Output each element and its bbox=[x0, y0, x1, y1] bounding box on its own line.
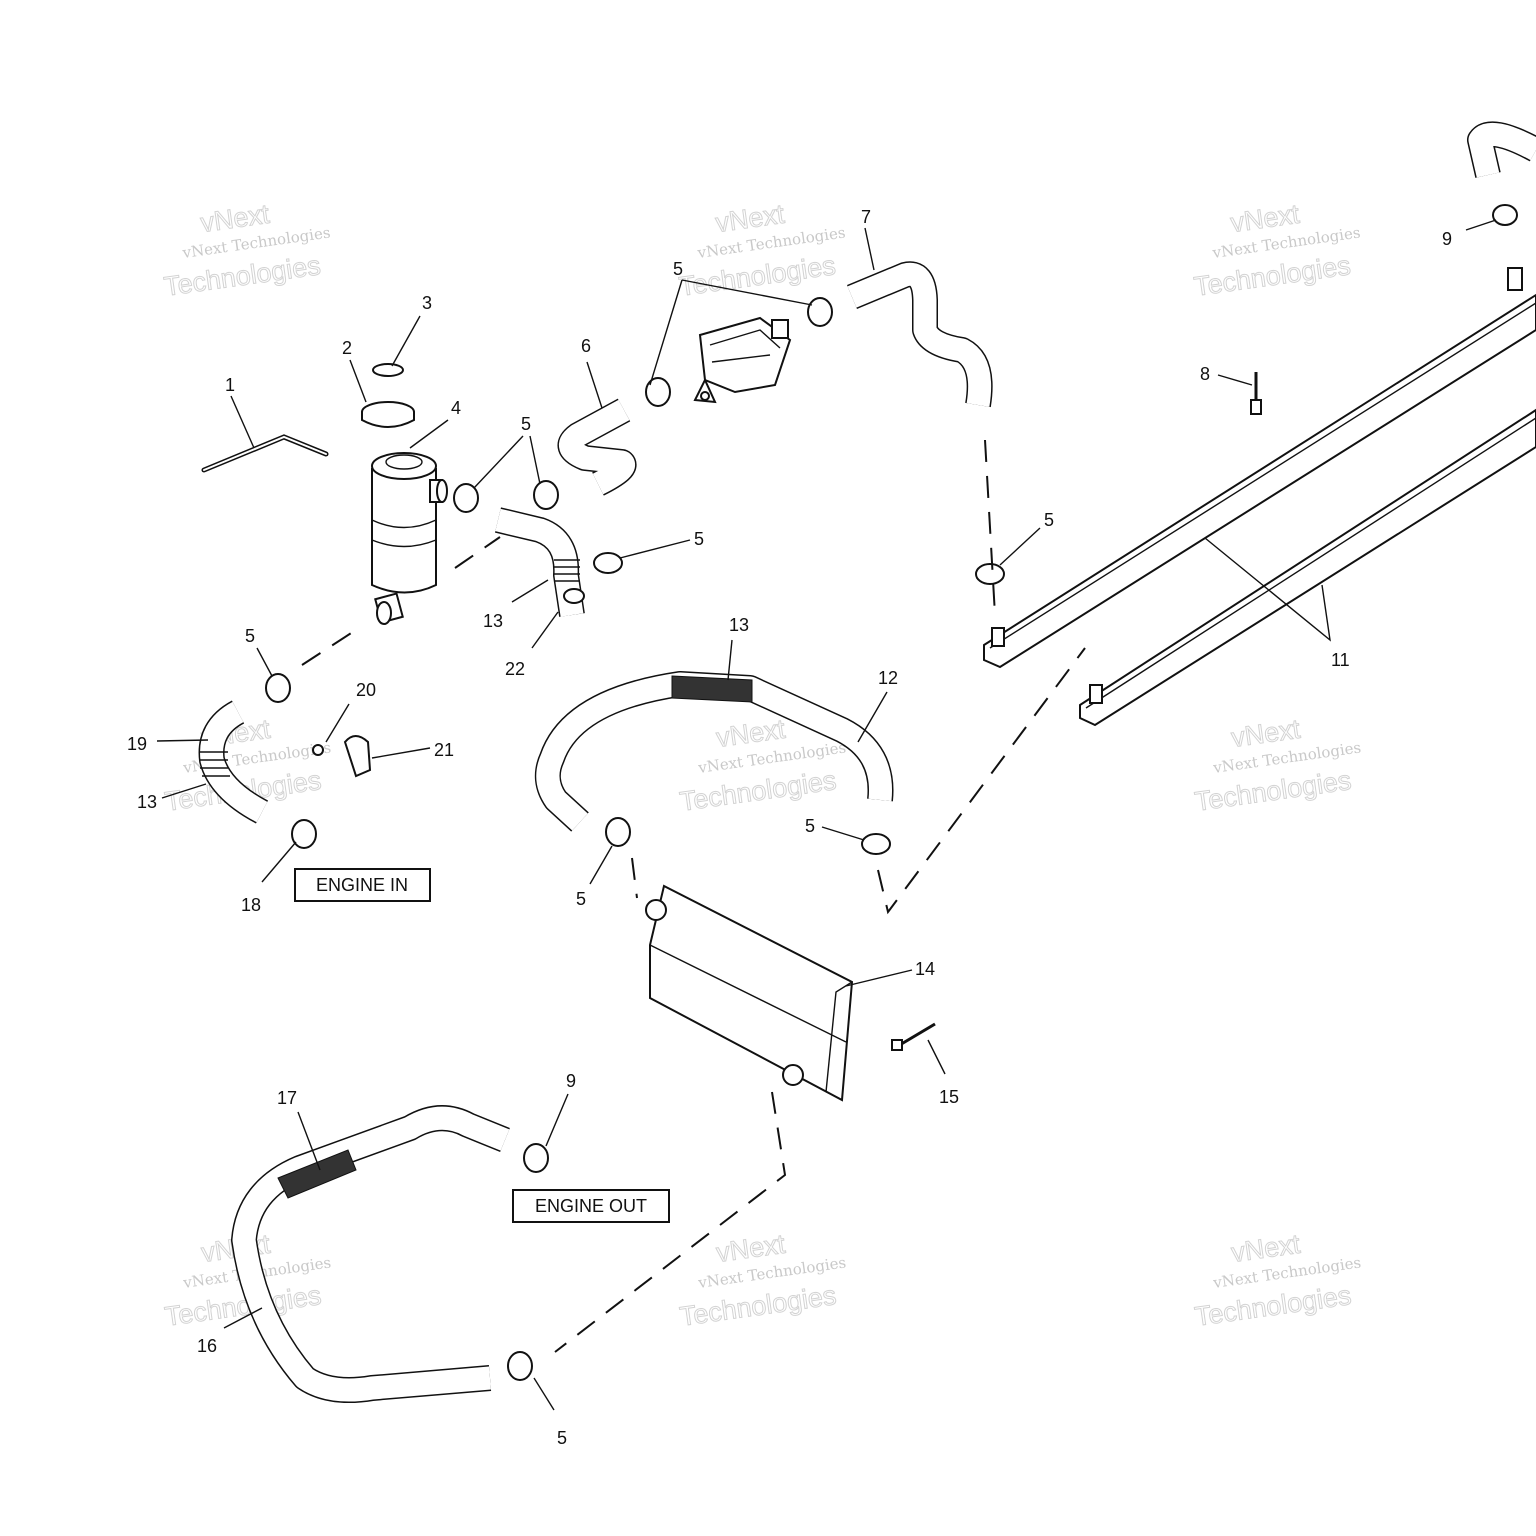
part-14-heat-exchanger bbox=[645, 884, 854, 1102]
part-6-hose bbox=[557, 398, 637, 496]
part-4-reservoir-tank bbox=[371, 452, 448, 625]
callout-2: 2 bbox=[342, 338, 352, 358]
clamp-9-upper-right bbox=[1492, 204, 1518, 226]
upper-right-hose bbox=[1467, 121, 1536, 291]
part-16-hose bbox=[231, 1105, 510, 1403]
clamp-5-hose13 bbox=[593, 552, 623, 574]
watermark-mid-right: vNext vNext Technologies Technologies bbox=[1192, 713, 1362, 817]
clamp-5-hose12-right bbox=[861, 833, 891, 855]
callout-3: 3 bbox=[422, 293, 432, 313]
callout-5-e: 5 bbox=[245, 626, 255, 646]
part-11-cooler-rail-upper bbox=[983, 293, 1536, 669]
callout-labels: 1 2 3 4 5 5 5 5 5 5 5 5 6 7 8 9 9 11 12 … bbox=[127, 207, 1452, 1448]
engine-in-label: ENGINE IN bbox=[316, 875, 408, 895]
callout-4: 4 bbox=[451, 398, 461, 418]
part-3-gasket bbox=[372, 363, 404, 377]
watermark-top-right: vNext vNext Technologies Technologies bbox=[1192, 198, 1362, 302]
callout-14: 14 bbox=[915, 959, 935, 979]
watermark-top-left: vNext vNext Technologies Technologies bbox=[162, 198, 332, 302]
engine-out-label: ENGINE OUT bbox=[535, 1196, 647, 1216]
part-17-corrugated-section bbox=[277, 1149, 357, 1199]
callout-17: 17 bbox=[277, 1088, 297, 1108]
clamp-5-reservoir bbox=[453, 483, 479, 513]
callout-5-a: 5 bbox=[521, 414, 531, 434]
part-11-cooler-rail-lower bbox=[1079, 408, 1536, 727]
callout-9-a: 9 bbox=[1442, 229, 1452, 249]
clamp-5-hose6 bbox=[533, 480, 559, 510]
clamp-5-thermostat-right bbox=[807, 297, 833, 327]
callout-5-g: 5 bbox=[576, 889, 586, 909]
callout-5-f: 5 bbox=[805, 816, 815, 836]
engine-in-label-box: ENGINE IN bbox=[294, 868, 431, 902]
leader-lines bbox=[156, 219, 1497, 1411]
callout-1: 1 bbox=[225, 375, 235, 395]
part-22-hose-elbow bbox=[494, 507, 585, 617]
part-8-screw bbox=[1250, 372, 1262, 415]
watermark-bottom-right: vNext vNext Technologies Technologies bbox=[1192, 1228, 1362, 1332]
callout-22: 22 bbox=[505, 659, 525, 679]
engine-out-label-box: ENGINE OUT bbox=[512, 1189, 670, 1223]
watermark-top-center: vNext vNext Technologies Technologies bbox=[677, 198, 847, 302]
callout-9-b: 9 bbox=[566, 1071, 576, 1091]
callout-13-b: 13 bbox=[729, 615, 749, 635]
part-15-rivet bbox=[891, 1022, 936, 1051]
callout-5-d: 5 bbox=[1044, 510, 1054, 530]
part-2-radiator-cap bbox=[361, 401, 415, 428]
part-19-hose bbox=[198, 700, 269, 824]
callout-19: 19 bbox=[127, 734, 147, 754]
callout-7: 7 bbox=[861, 207, 871, 227]
callout-12: 12 bbox=[878, 668, 898, 688]
watermark-bottom-center: vNext vNext Technologies Technologies bbox=[677, 1228, 847, 1332]
callout-20: 20 bbox=[356, 680, 376, 700]
clamp-5-thermostat-left bbox=[645, 377, 671, 407]
part-7-hose bbox=[847, 261, 993, 408]
part-12-coolant-hose bbox=[534, 671, 894, 832]
part-1-bleed-rod bbox=[201, 434, 329, 473]
callout-16: 16 bbox=[197, 1336, 217, 1356]
callout-13-a: 13 bbox=[483, 611, 503, 631]
callout-6: 6 bbox=[581, 336, 591, 356]
clamp-5-hose19 bbox=[265, 673, 291, 703]
callout-8: 8 bbox=[1200, 364, 1210, 384]
routing-lines bbox=[301, 439, 1086, 1353]
clamp-9-engine-out bbox=[523, 1143, 549, 1173]
callout-5-h: 5 bbox=[557, 1428, 567, 1448]
callout-5-c: 5 bbox=[694, 529, 704, 549]
callout-13-c: 13 bbox=[137, 792, 157, 812]
clamp-5-rail bbox=[975, 563, 1005, 585]
clamp-5-engine-out bbox=[507, 1351, 533, 1381]
part-20-washer bbox=[312, 744, 324, 756]
callout-18: 18 bbox=[241, 895, 261, 915]
callout-5-b: 5 bbox=[673, 259, 683, 279]
clamp-18 bbox=[291, 819, 317, 849]
callout-11: 11 bbox=[1331, 650, 1350, 670]
thermostat-housing bbox=[693, 316, 792, 404]
clamp-5-hose12-left bbox=[605, 817, 631, 847]
callout-15: 15 bbox=[939, 1087, 959, 1107]
callout-21: 21 bbox=[434, 740, 454, 760]
part-21-bracket bbox=[343, 735, 372, 778]
